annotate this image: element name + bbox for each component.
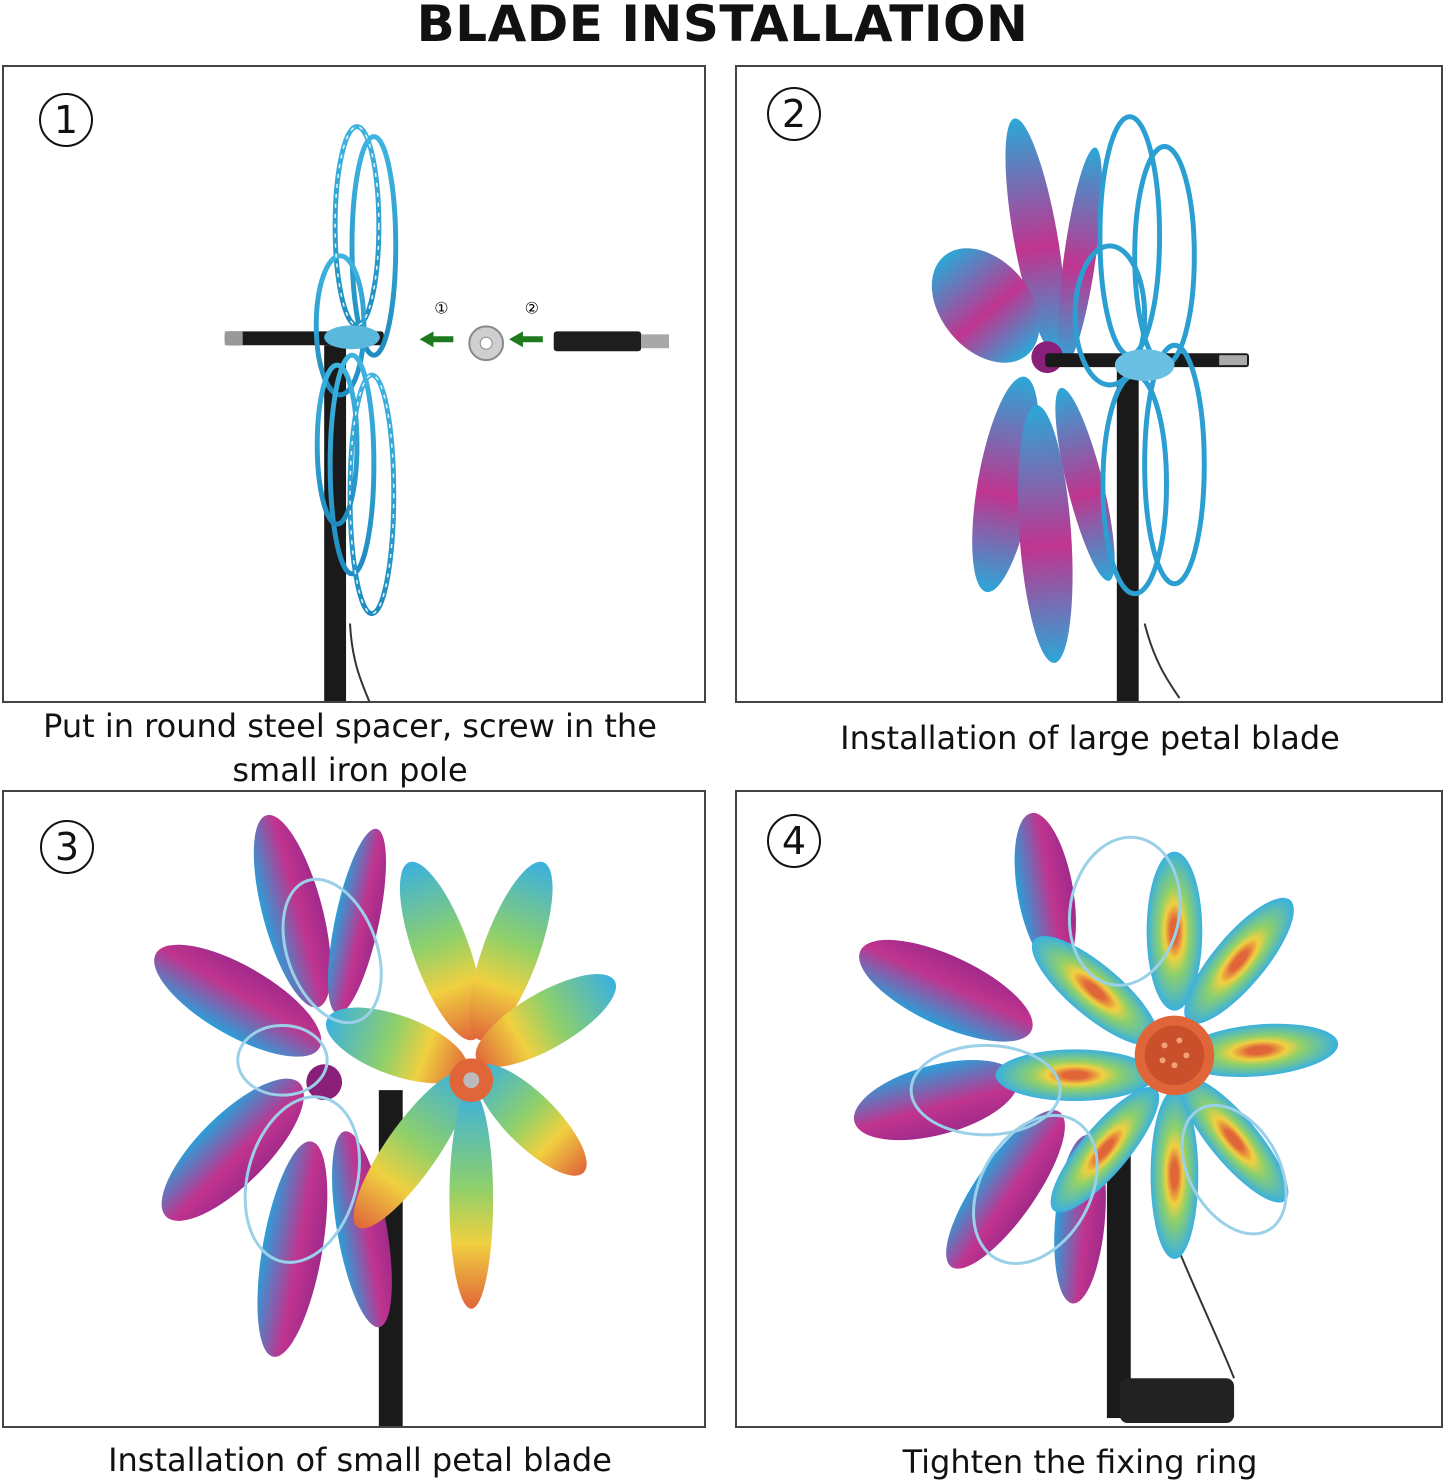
step-3-number: 3 <box>40 820 94 874</box>
solar-panel <box>1119 1378 1235 1424</box>
step-3-illustration <box>154 814 617 1426</box>
step-3-caption: Installation of small petal blade <box>108 1441 612 1479</box>
small-iron-pole <box>553 331 642 352</box>
step-2-panel: 2 <box>735 65 1443 703</box>
step-1-caption: Put in round steel spacer, screw in the … <box>43 707 657 789</box>
step-2-number: 2 <box>767 87 821 141</box>
small-petal-blade <box>995 851 1339 1260</box>
arrow-2-icon <box>509 331 543 348</box>
step-4-number: 4 <box>767 814 821 868</box>
step-1-number: 1 <box>39 93 93 147</box>
hub-disc <box>324 325 380 350</box>
large-petal-blade <box>154 814 392 1357</box>
marker-2: ② <box>525 298 539 317</box>
arrow-1-icon <box>419 331 454 348</box>
step-3-panel: 3 <box>2 790 706 1428</box>
step-2-caption: Installation of large petal blade <box>840 719 1340 757</box>
page-title: BLADE INSTALLATION <box>416 0 1029 53</box>
step-1-panel: 1 ① ② <box>2 65 706 703</box>
large-petal-blade <box>931 118 1115 663</box>
marker-1: ① <box>434 298 448 317</box>
wire-ring-blade <box>909 835 1288 1266</box>
step-4-caption: Tighten the fixing ring <box>902 1443 1258 1481</box>
small-petal-blade <box>325 861 617 1309</box>
pole <box>1106 1119 1131 1419</box>
wire-ring-blade <box>236 877 383 1264</box>
pole <box>1116 365 1139 701</box>
small-iron-pole-thread <box>641 334 670 349</box>
step-1-illustration: ① ② <box>224 124 670 701</box>
step-4-illustration <box>853 812 1339 1424</box>
wire <box>349 623 371 701</box>
step-4-panel: 4 <box>735 790 1443 1428</box>
step-2-illustration <box>931 114 1249 701</box>
shaft-thread <box>224 331 243 346</box>
